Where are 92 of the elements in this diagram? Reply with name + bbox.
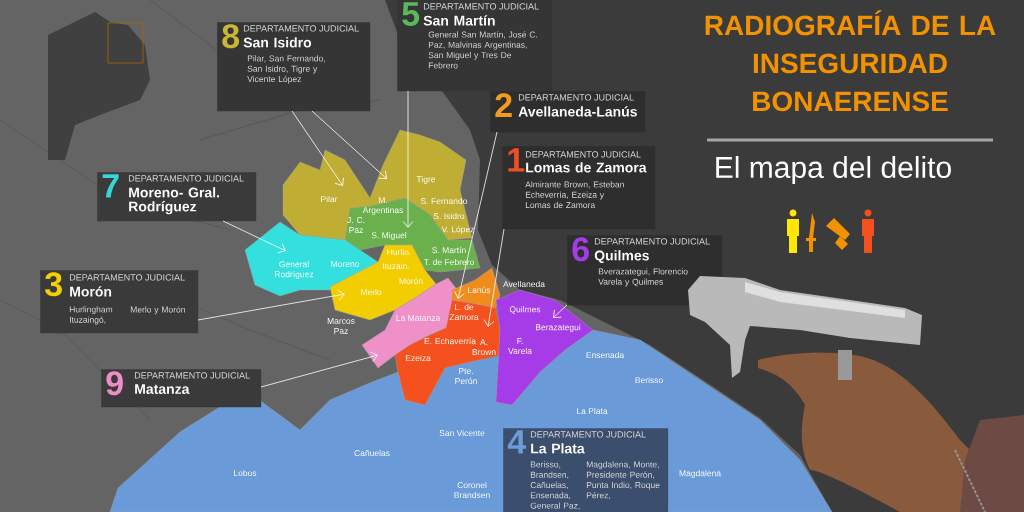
map-region (282, 129, 474, 241)
heading-text: DEPARTAMENTO JUDICIAL (243, 25, 359, 32)
district-list: Magdalena, Monte, Presidente Perón, Punta Indio, Roque Pérez, (586, 461, 660, 500)
district-list: General San Martín, José C. Paz, Malvinas Argentinas, San Miguel y Tres De Febrero (428, 31, 537, 69)
title: RADIOGRAFÍA DE LA INSEGURIDAD BONAERENSE (705, 10, 996, 112)
place-label: M. Argentinas (362, 197, 403, 215)
place-label: J. C. Paz (347, 217, 365, 233)
department-name: La Plata (531, 443, 585, 454)
place-label: Cañuelas (354, 449, 390, 457)
department-name: Matanza (135, 384, 190, 394)
place-label: Pilar (321, 195, 338, 203)
callout-box (567, 235, 723, 306)
place-label: Hurlin. (387, 248, 411, 256)
department-number: 2 (495, 93, 512, 117)
leader-arrow (454, 131, 498, 299)
callout-box (40, 270, 199, 334)
callout-box (397, 0, 553, 92)
place-label: S. Isidro (433, 212, 465, 220)
heading-text: DEPARTAMENTO JUDICIAL (525, 151, 641, 158)
callout-box (503, 428, 669, 512)
department-number: 8 (222, 24, 240, 49)
place-label: Lobos (234, 469, 257, 477)
place-label: S. Fernando (421, 197, 468, 205)
department-name: Lomas de Zamora (526, 162, 647, 173)
place-label: Morón (399, 277, 423, 285)
department-number: 1 (508, 148, 525, 172)
place-label: La Plata (577, 407, 608, 415)
department-number: 9 (106, 371, 123, 396)
place-label: San Vicente (439, 429, 485, 437)
subtitle: El mapa del delito (716, 156, 951, 184)
department-number: 5 (402, 2, 420, 26)
place-label: Berisso (635, 376, 663, 384)
heading-text: DEPARTAMENTO JUDICIAL (594, 238, 710, 245)
place-label: L. de Zamora (449, 303, 479, 321)
leader-arrow (311, 110, 387, 179)
department-number: 6 (572, 237, 589, 262)
place-label: T. de Febrero (423, 258, 474, 266)
place-label: La Matanza (396, 315, 441, 321)
callout-box (502, 146, 656, 230)
department-name: Avellaneda-Lanús (518, 106, 637, 117)
district-list: Merlo y Morón (130, 306, 185, 315)
district-list: Hurlingham Ituzaingó, (69, 306, 113, 325)
place-label: Lanús (468, 286, 491, 294)
place-label: Ensenada (586, 351, 625, 359)
heading-text: DEPARTAMENTO JUDICIAL (518, 94, 634, 101)
heading-text: DEPARTAMENTO JUDICIAL (423, 3, 539, 10)
leader-arrow (402, 90, 414, 228)
district-list: Pilar, San Fernando, San Isidro, Tigre y Vicente López (247, 55, 325, 84)
place-label: Merlo (361, 288, 382, 296)
place-label: S. Miguel (371, 232, 407, 240)
leader-arrow (553, 304, 568, 318)
place-label: Marcos Paz (327, 318, 355, 334)
district-list: Bverazategui, Florencio Varela y Quilmes (598, 268, 688, 287)
heading-text: DEPARTAMENTO JUDICIAL (128, 175, 244, 182)
place-label: Pte. Perón (455, 368, 477, 384)
callout-box (490, 91, 646, 133)
callout-box (217, 22, 371, 112)
leader-arrow (260, 351, 378, 388)
place-label: V. López (441, 226, 474, 234)
callout-box (97, 172, 257, 222)
district-list: Berisso, Brandsen, Cañuelas, Ensenada, General Paz, (530, 461, 580, 510)
place-label: Coronel Brandsen (454, 481, 490, 499)
department-name: Quilmes (594, 250, 649, 264)
place-label: Berazategui (536, 324, 581, 332)
leader-arrow (197, 289, 345, 321)
department-name: San Martín (423, 15, 495, 26)
department-number: 3 (45, 272, 62, 297)
place-label: E. Echaverría (424, 337, 476, 345)
place-label: S. Martín (432, 246, 466, 254)
heading-text: DEPARTAMENTO JUDICIAL (530, 431, 646, 438)
map-region (394, 299, 501, 406)
place-label: Avellaneda (503, 280, 545, 288)
leader-arrow (483, 228, 505, 327)
leader-arrow (222, 220, 286, 254)
place-label: Moreno (331, 261, 360, 267)
department-name: Morón (70, 286, 112, 297)
leader-arrow (291, 110, 344, 186)
place-label: F. Varela (508, 338, 532, 354)
department-number: 7 (102, 174, 119, 198)
callout-box (101, 369, 262, 408)
department-name: San Isidro (243, 37, 312, 48)
place-label: Ezeiza (405, 354, 431, 362)
heading-text: DEPARTAMENTO JUDICIAL (134, 372, 250, 379)
heading-text: DEPARTAMENTO JUDICIAL (69, 274, 185, 281)
department-number: 4 (507, 430, 526, 454)
place-label: Tigre (416, 176, 436, 184)
place-label: Magdalena (679, 470, 721, 478)
place-label: Ituzain. (383, 262, 409, 270)
department-name: Moreno- Gral. Rodríguez (129, 187, 220, 215)
place-label: Quilmes (509, 306, 541, 314)
place-label: General Rodríguez (275, 261, 314, 279)
district-list: Almirante Brown, Esteban Echeverría, Ezeiza y Lomas de Zamora (525, 181, 624, 209)
